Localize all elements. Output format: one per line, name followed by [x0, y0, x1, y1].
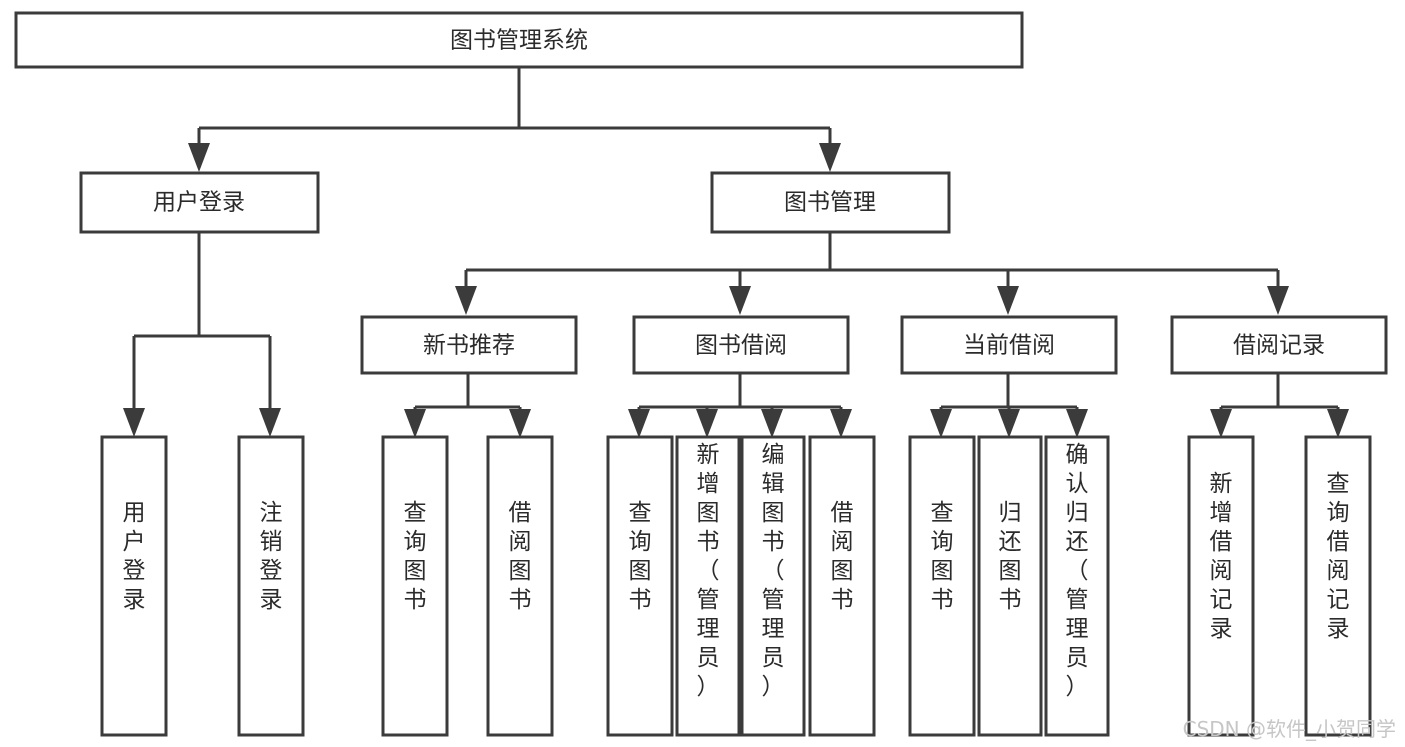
leaf-logout-label: 注销登录	[260, 500, 283, 613]
leaf-query-book-1[interactable]: 查询图书	[381, 435, 449, 737]
arrow-to-new-book-rec	[455, 286, 477, 315]
arrow-to-leaf-query-book-1	[404, 409, 426, 438]
node-current-borrow-box[interactable]	[900, 315, 1118, 375]
arrow-to-leaf-confirm-return	[1066, 409, 1088, 438]
node-new-book-rec-label: 新书推荐	[423, 333, 515, 359]
csdn-watermark: CSDN @软件_小贺同学	[1183, 717, 1396, 741]
leaf-return-book-label: 归还图书	[999, 500, 1022, 613]
leaf-user-login-label: 用户登录	[123, 500, 146, 613]
leaf-query-book-1-box[interactable]	[381, 435, 449, 737]
arrow-to-leaf-query-book-3	[930, 409, 952, 438]
node-new-book-rec[interactable]: 新书推荐	[360, 315, 578, 375]
leaf-edit-book-box[interactable]	[740, 435, 806, 737]
node-current-borrow-label: 当前借阅	[963, 333, 1055, 359]
leaf-query-record[interactable]: 查询借阅记录	[1304, 435, 1372, 737]
arrow-to-leaf-add-book	[696, 409, 718, 438]
node-user-login[interactable]: 用户登录	[79, 171, 320, 234]
arrow-to-leaf-edit-book	[761, 409, 783, 438]
node-book-borrow[interactable]: 图书借阅	[632, 315, 850, 375]
arrow-to-leaf-return-book	[998, 409, 1020, 438]
node-book-borrow-label: 图书借阅	[695, 333, 787, 359]
leaf-add-record[interactable]: 新增借阅记录	[1187, 435, 1255, 737]
leaf-query-book-2-box[interactable]	[606, 435, 674, 737]
node-new-book-rec-box[interactable]	[360, 315, 578, 375]
node-current-borrow[interactable]: 当前借阅	[900, 315, 1118, 375]
leaf-logout[interactable]: 注销登录	[237, 435, 305, 737]
leaf-logout-box[interactable]	[237, 435, 305, 737]
node-root[interactable]: 图书管理系统	[14, 11, 1024, 69]
arrow-to-leaf-borrow-book-2	[830, 409, 852, 438]
arrow-to-user-login	[188, 143, 210, 172]
node-borrow-record-box[interactable]	[1170, 315, 1388, 375]
arrow-to-book-manage	[819, 143, 841, 172]
leaf-borrow-book-2-label: 借阅图书	[831, 500, 854, 613]
arrow-to-leaf-add-record	[1210, 409, 1232, 438]
arrow-to-current-borrow	[997, 286, 1019, 315]
leaf-edit-book[interactable]: 编辑图书（管理员）	[740, 435, 806, 737]
arrow-to-leaf-borrow-book-1	[509, 409, 531, 438]
node-user-login-box[interactable]	[79, 171, 320, 234]
leaf-add-book-box[interactable]	[675, 435, 741, 737]
leaf-query-book-3-box[interactable]	[908, 435, 976, 737]
leaf-query-record-box[interactable]	[1304, 435, 1372, 737]
leaf-confirm-return-label: 确认归还（管理员）	[1066, 442, 1089, 700]
leaf-user-login[interactable]: 用户登录	[100, 435, 168, 737]
leaf-query-book-3-label: 查询图书	[931, 500, 954, 613]
leaf-user-login-box[interactable]	[100, 435, 168, 737]
node-borrow-record[interactable]: 借阅记录	[1170, 315, 1388, 375]
arrow-to-book-borrow	[729, 286, 751, 315]
leaf-add-record-box[interactable]	[1187, 435, 1255, 737]
arrow-to-leaf-query-book-2	[628, 409, 650, 438]
node-book-manage-label: 图书管理	[784, 190, 876, 216]
connector-layer	[123, 67, 1349, 438]
leaf-query-record-label: 查询借阅记录	[1327, 471, 1350, 642]
leaf-return-book-box[interactable]	[977, 435, 1043, 737]
leaf-confirm-return-box[interactable]	[1044, 435, 1110, 737]
leaf-borrow-book-1[interactable]: 借阅图书	[486, 435, 554, 737]
leaf-add-record-label: 新增借阅记录	[1210, 471, 1233, 642]
leaf-query-book-3[interactable]: 查询图书	[908, 435, 976, 737]
leaf-query-book-2[interactable]: 查询图书	[606, 435, 674, 737]
arrow-to-leaf-logout	[259, 408, 281, 437]
leaf-add-book-label: 新增图书（管理员）	[697, 442, 720, 700]
leaf-borrow-book-1-box[interactable]	[486, 435, 554, 737]
node-root-box[interactable]	[14, 11, 1024, 69]
leaf-return-book[interactable]: 归还图书	[977, 435, 1043, 737]
leaf-add-book[interactable]: 新增图书（管理员）	[675, 435, 741, 737]
leaf-borrow-book-2-box[interactable]	[808, 435, 876, 737]
leaf-query-book-1-label: 查询图书	[404, 500, 427, 613]
arrow-to-borrow-record	[1267, 286, 1289, 315]
leaf-query-book-2-label: 查询图书	[629, 500, 652, 613]
leaf-borrow-book-2[interactable]: 借阅图书	[808, 435, 876, 737]
node-borrow-record-label: 借阅记录	[1233, 333, 1325, 359]
node-user-login-label: 用户登录	[153, 190, 245, 216]
leaf-borrow-book-1-label: 借阅图书	[509, 500, 532, 613]
leaf-edit-book-label: 编辑图书（管理员）	[762, 442, 785, 700]
arrow-to-leaf-query-record	[1327, 409, 1349, 438]
arrow-to-leaf-user-login	[123, 408, 145, 437]
node-book-borrow-box[interactable]	[632, 315, 850, 375]
leaf-confirm-return[interactable]: 确认归还（管理员）	[1044, 435, 1110, 737]
node-book-manage-box[interactable]	[710, 171, 951, 234]
node-book-manage[interactable]: 图书管理	[710, 171, 951, 234]
node-root-label: 图书管理系统	[450, 28, 588, 54]
